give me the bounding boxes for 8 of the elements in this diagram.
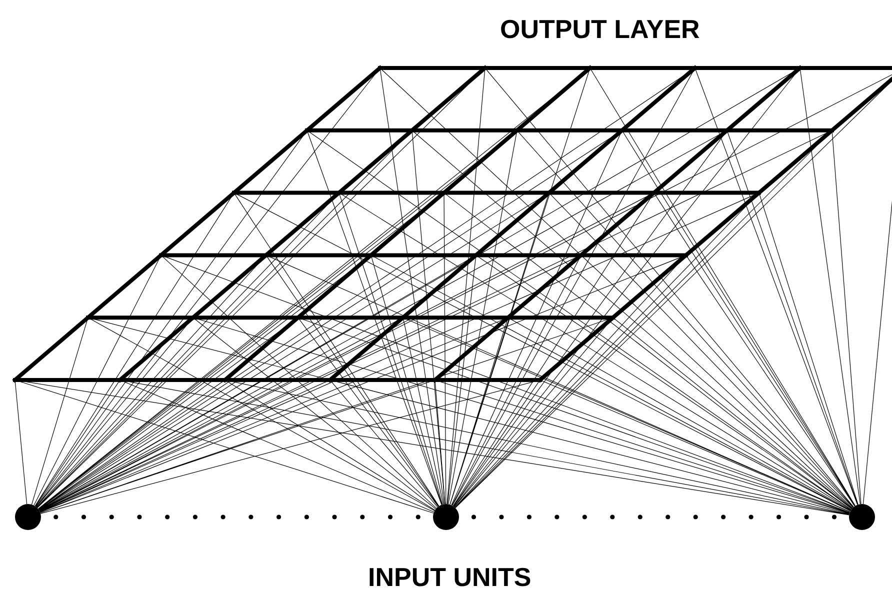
layer-heading: OUTPUT LAYER [500,14,700,45]
input-unit-dot [433,504,459,530]
input-unit-dot [15,504,41,530]
input-heading: INPUT UNITS [368,562,532,593]
input-unit-dot [849,504,875,530]
connection-lines [540,380,850,512]
connection-lines [14,380,28,504]
connection-lines [434,380,446,504]
